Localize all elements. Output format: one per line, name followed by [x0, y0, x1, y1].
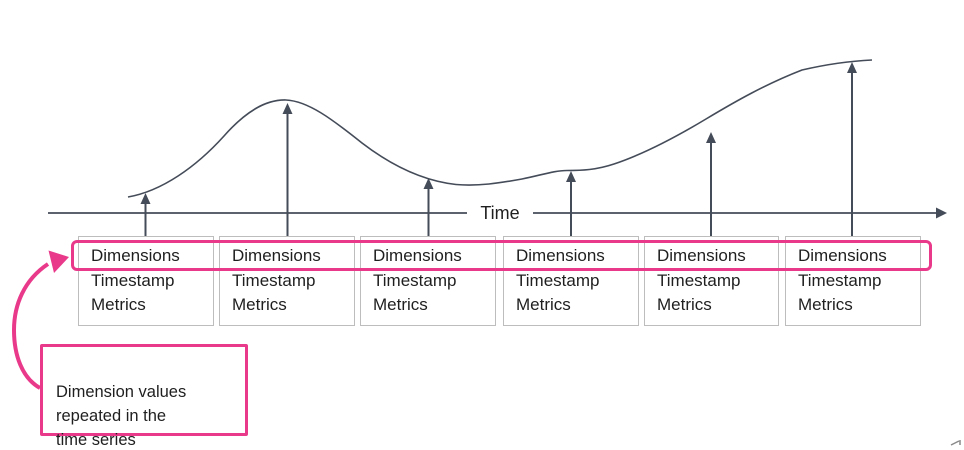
record-timestamp-label: Timestamp	[798, 270, 882, 290]
record-metrics-label: Metrics	[91, 295, 146, 314]
record-dimensions-label: Dimensions	[373, 246, 462, 265]
record-box-4: Dimensions Timestamp Metrics	[503, 236, 639, 326]
record-dimensions-label: Dimensions	[91, 246, 180, 265]
record-dimensions-label: Dimensions	[657, 246, 746, 265]
record-timestamp-label: Timestamp	[91, 270, 175, 290]
value-arrow-5	[706, 132, 716, 239]
value-arrow-2	[282, 103, 293, 239]
record-timestamp-label: Timestamp	[516, 270, 600, 290]
value-arrow-1	[140, 193, 151, 239]
record-metrics-label: Metrics	[657, 295, 712, 314]
record-metrics-label: Metrics	[373, 295, 428, 314]
callout-arrowhead	[48, 250, 69, 273]
dimensions-row-highlight	[71, 240, 932, 271]
record-box-2: Dimensions Timestamp Metrics	[219, 236, 355, 326]
record-box-6: Dimensions Timestamp Metrics	[785, 236, 921, 326]
time-series-curve	[127, 59, 873, 198]
value-arrow-4	[566, 171, 576, 239]
record-dimensions-label: Dimensions	[798, 246, 887, 265]
record-timestamp-label: Timestamp	[657, 270, 741, 290]
record-metrics-label: Metrics	[232, 295, 287, 314]
record-timestamp-label: Timestamp	[373, 270, 457, 290]
time-axis-arrowhead	[936, 207, 947, 219]
time-axis-label: Time	[480, 203, 519, 223]
value-arrow-3	[423, 178, 434, 239]
record-timestamp-label: Timestamp	[232, 270, 316, 290]
callout-text: Dimension values repeated in the time se…	[56, 383, 187, 449]
record-metrics-label: Metrics	[798, 295, 853, 314]
record-metrics-label: Metrics	[516, 295, 571, 314]
callout-box: Dimension values repeated in the time se…	[40, 344, 248, 449]
artifact-mark	[950, 440, 961, 446]
record-dimensions-label: Dimensions	[232, 246, 321, 265]
record-dimensions-label: Dimensions	[516, 246, 605, 265]
record-box-3: Dimensions Timestamp Metrics	[360, 236, 496, 326]
value-arrow-6	[847, 62, 857, 239]
